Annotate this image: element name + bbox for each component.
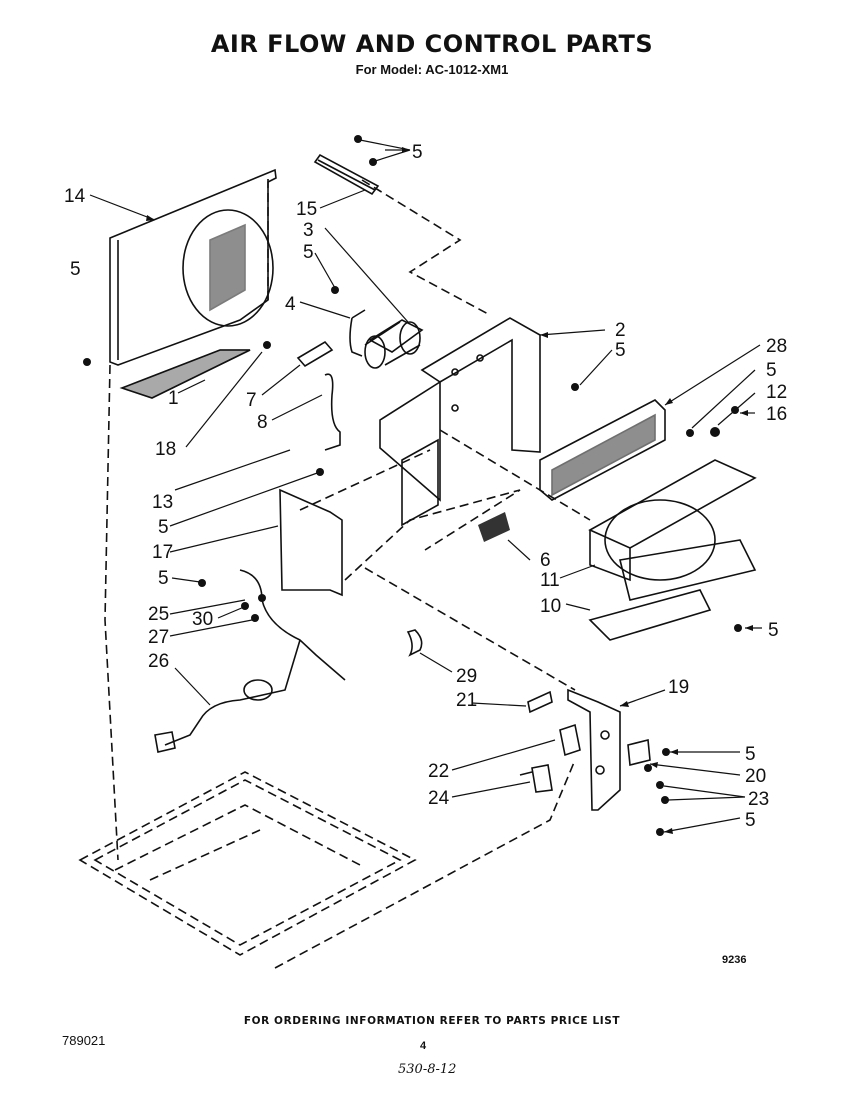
callout-14: 14: [64, 186, 86, 207]
callout-5: 5: [766, 360, 777, 381]
part-plug: [154, 731, 176, 753]
part-21: [527, 690, 553, 714]
callout-11: 11: [540, 570, 560, 591]
callout-12: 12: [766, 382, 787, 403]
part-filter: [119, 349, 251, 399]
part-capacitor: [364, 319, 424, 369]
drawing-number: 9236: [722, 954, 747, 966]
part-control-plate: [567, 688, 621, 811]
callout-13: 13: [152, 492, 173, 513]
part-capacitor-strap: [349, 309, 366, 357]
callout-21: 21: [456, 690, 477, 711]
part-top-bracket: [313, 153, 380, 196]
part-power-cord: [164, 569, 346, 746]
callout-5: 5: [768, 620, 779, 641]
callout-25: 25: [148, 604, 169, 625]
callout-26: 26: [148, 651, 169, 672]
callout-1: 1: [168, 388, 179, 409]
assembly-lines: [104, 175, 591, 969]
callout-labels: 5 14 15 3 5 5 4 2 5 28 5 12 16 7 1 18 8 …: [64, 142, 787, 831]
fasteners: [83, 135, 742, 836]
part-control-bracket: [379, 317, 541, 527]
callout-5: 5: [303, 242, 314, 263]
part-thermostat: [519, 764, 553, 793]
part-blower-housing: [588, 459, 757, 641]
callout-5: 5: [70, 259, 81, 280]
part-grommet: [478, 512, 510, 542]
document-number: 789021: [62, 1033, 106, 1048]
callout-5: 5: [412, 142, 423, 163]
part-wire: [324, 373, 341, 451]
callout-28: 28: [766, 336, 787, 357]
callout-8: 8: [257, 412, 268, 433]
part-heater-grille: [539, 399, 666, 501]
callout-5: 5: [615, 340, 626, 361]
page-number: 4: [420, 1040, 427, 1052]
callout-5: 5: [158, 568, 169, 589]
callout-24: 24: [428, 788, 450, 809]
part-switch-bracket: [279, 488, 343, 597]
callout-22: 22: [428, 761, 449, 782]
callout-6: 6: [540, 550, 551, 571]
callout-17: 17: [152, 542, 173, 563]
callout-27: 27: [148, 627, 169, 648]
callout-3: 3: [303, 220, 314, 241]
callout-4: 4: [285, 294, 296, 315]
callout-19: 19: [668, 677, 689, 698]
page-title: AIR FLOW AND CONTROL PARTS: [210, 30, 654, 58]
part-switch: [559, 723, 581, 757]
callout-20: 20: [745, 766, 766, 787]
callout-15: 15: [296, 199, 317, 220]
callout-leaders: [89, 139, 762, 833]
callout-18: 18: [155, 439, 176, 460]
model-subtitle: For Model: AC-1012-XM1: [355, 62, 509, 77]
part-retainer: [406, 629, 423, 657]
part-front-panel: [109, 168, 277, 366]
part-clip: [296, 340, 334, 368]
callout-arrowheads: [146, 147, 753, 834]
callout-10: 10: [540, 596, 561, 617]
part-cord-coil: [243, 679, 273, 701]
callout-7: 7: [246, 390, 257, 411]
part-base-pan: [78, 771, 417, 956]
ordering-note: FOR ORDERING INFORMATION REFER TO PARTS …: [243, 1015, 621, 1027]
callout-5: 5: [745, 810, 756, 831]
callout-2: 2: [615, 320, 626, 341]
callout-5: 5: [745, 744, 756, 765]
callout-23: 23: [748, 789, 769, 810]
callout-30: 30: [192, 609, 213, 630]
callout-29: 29: [456, 666, 477, 687]
handwritten-code: 530-8-12: [398, 1062, 457, 1077]
callout-5: 5: [158, 517, 169, 538]
part-20: [627, 738, 651, 767]
callout-16: 16: [766, 404, 787, 425]
